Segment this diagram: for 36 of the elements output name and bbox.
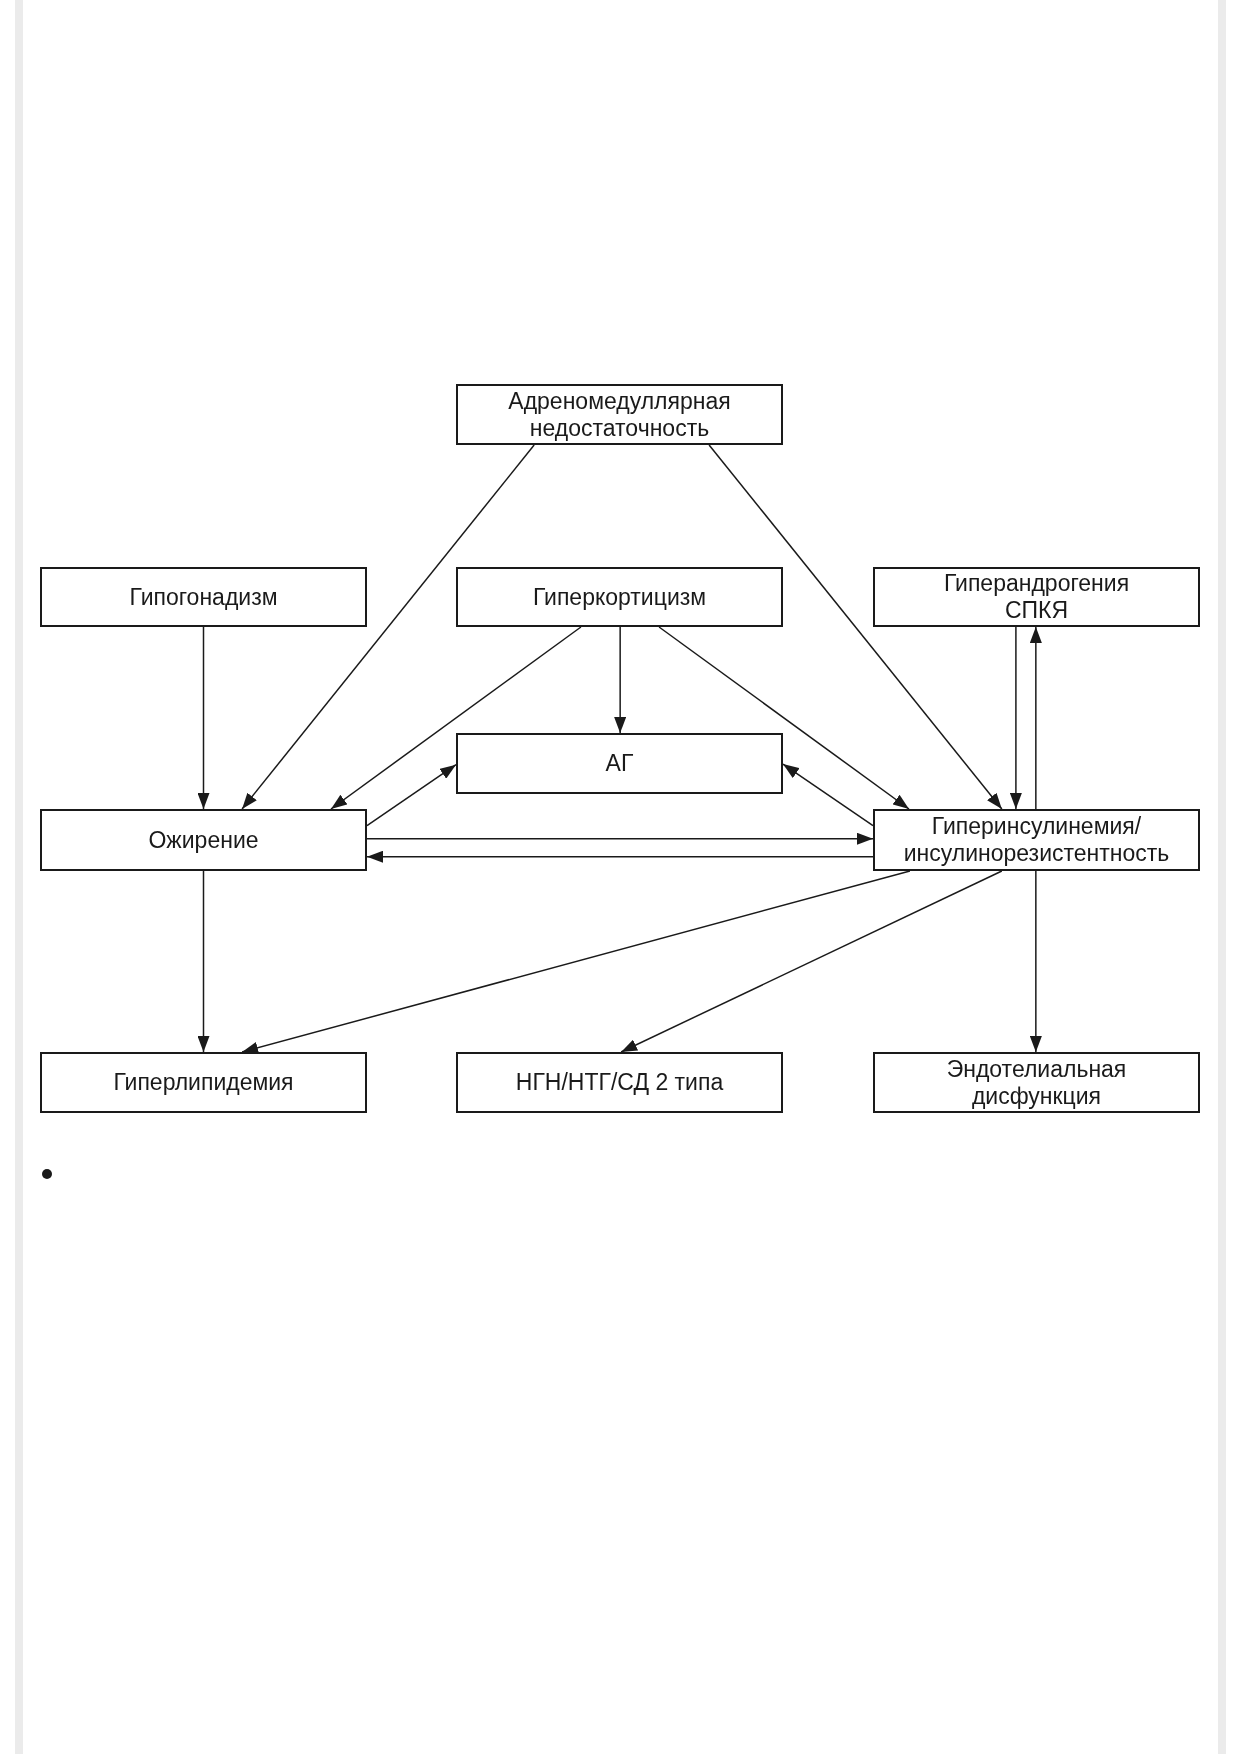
arrow bbox=[241, 444, 535, 810]
arrow bbox=[1029, 626, 1042, 810]
arrow bbox=[241, 870, 911, 1054]
box-label: Ожирение bbox=[148, 826, 259, 854]
arrow bbox=[620, 870, 1003, 1053]
box-label: НГН/НТГ/СД 2 типа bbox=[515, 1069, 724, 1096]
process-box bbox=[456, 384, 783, 445]
process-box bbox=[40, 809, 367, 871]
arrow bbox=[782, 763, 874, 827]
process-box bbox=[456, 1052, 783, 1113]
process-box bbox=[456, 567, 783, 627]
arrow bbox=[330, 626, 582, 810]
process-box bbox=[873, 809, 1200, 871]
arrow bbox=[658, 626, 910, 810]
process-box bbox=[873, 567, 1200, 627]
arrow bbox=[366, 763, 457, 827]
arrow bbox=[708, 444, 1003, 810]
process-box bbox=[456, 733, 783, 794]
arrow bbox=[1009, 626, 1022, 810]
arrow bbox=[1029, 870, 1042, 1053]
box-label: Гиперинсулинемия/ инсулинорезистентность bbox=[902, 813, 1171, 867]
arrow bbox=[614, 626, 627, 734]
process-box bbox=[40, 567, 367, 627]
arrow bbox=[366, 832, 874, 845]
box-label: АГ bbox=[605, 750, 634, 777]
box-label: Гиперандрогения СПКЯ bbox=[942, 570, 1131, 624]
box-label: Гипогонадизм bbox=[129, 583, 278, 611]
box-label: Эндотелиальная дисфункция bbox=[945, 1055, 1128, 1110]
process-box bbox=[40, 1052, 367, 1113]
box-label: Гиперлипидемия bbox=[113, 1069, 294, 1096]
arrow bbox=[197, 626, 210, 810]
process-box bbox=[873, 1052, 1200, 1113]
box-label: Гиперкортицизм bbox=[532, 583, 707, 611]
arrow bbox=[197, 870, 210, 1053]
box-label: Адреномедуллярная недостаточность bbox=[507, 387, 732, 442]
arrow bbox=[366, 850, 874, 863]
